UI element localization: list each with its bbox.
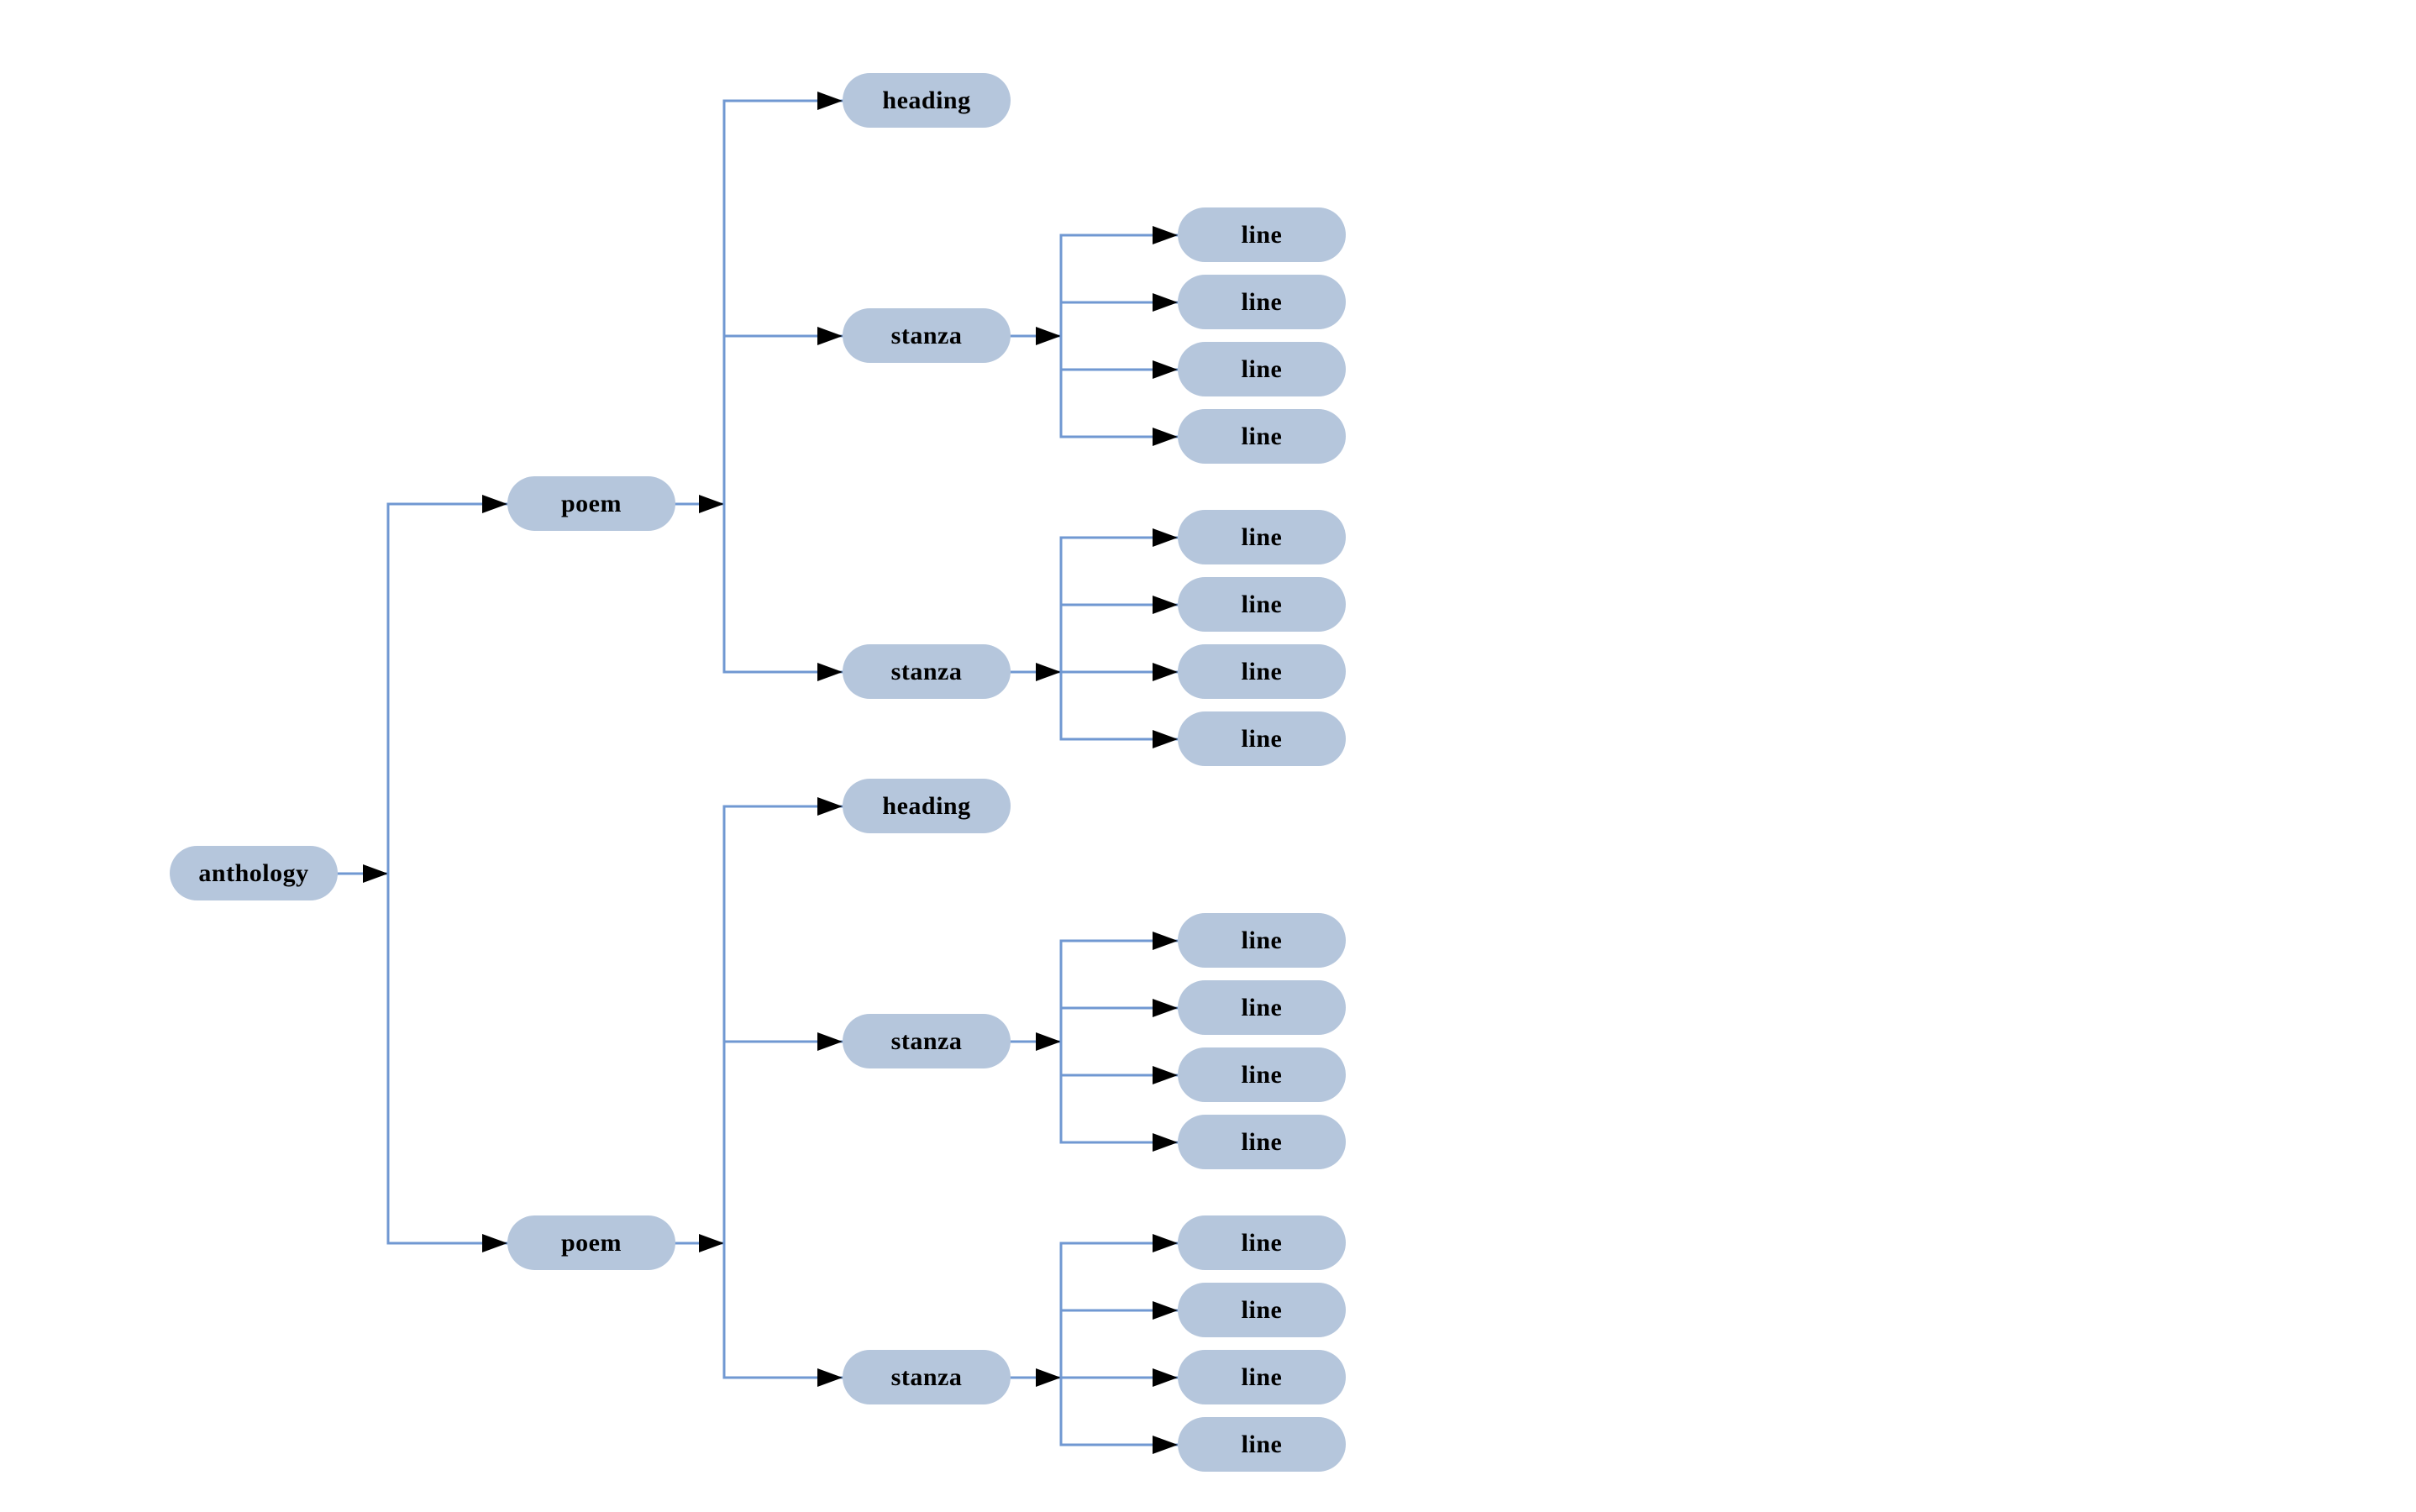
node-label: line [1241,220,1283,249]
node-line-16: line [1178,1417,1346,1472]
node-label: line [1241,1060,1283,1089]
node-line-10: line [1178,980,1346,1035]
node-label: line [1241,724,1283,753]
node-heading-2: heading [843,779,1011,833]
node-label: line [1241,1362,1283,1391]
node-line-13: line [1178,1215,1346,1270]
node-line-11: line [1178,1047,1346,1102]
node-stanza-2: stanza [843,644,1011,699]
node-stanza-4: stanza [843,1350,1011,1404]
node-line-12: line [1178,1115,1346,1169]
node-label: stanza [890,657,963,685]
node-stanza-1: stanza [843,308,1011,363]
node-line-8: line [1178,711,1346,766]
node-line-7: line [1178,644,1346,699]
node-label: line [1241,1430,1283,1458]
node-label: line [1241,1295,1283,1324]
node-line-3: line [1178,342,1346,396]
node-label: line [1241,287,1283,316]
node-label: stanza [890,321,963,349]
node-stanza-3: stanza [843,1014,1011,1068]
node-line-1: line [1178,207,1346,262]
node-label: line [1241,1228,1283,1257]
node-heading-1: heading [843,73,1011,128]
node-label: poem [561,1228,622,1257]
node-label: line [1241,993,1283,1021]
node-line-4: line [1178,409,1346,464]
node-line-9: line [1178,913,1346,968]
node-label: line [1241,522,1283,551]
node-line-5: line [1178,510,1346,564]
node-line-6: line [1178,577,1346,632]
node-label: poem [561,489,622,517]
node-label: line [1241,926,1283,954]
node-label: heading [882,86,971,114]
node-label: line [1241,422,1283,450]
node-label: heading [882,791,971,820]
node-poem-1: poem [507,476,675,531]
node-line-2: line [1178,275,1346,329]
node-label: line [1241,590,1283,618]
node-label: line [1241,354,1283,383]
node-line-14: line [1178,1283,1346,1337]
node-anthology: anthology [170,846,338,900]
node-poem-2: poem [507,1215,675,1270]
node-label: line [1241,1127,1283,1156]
node-label: anthology [198,858,309,887]
node-label: stanza [890,1362,963,1391]
node-line-15: line [1178,1350,1346,1404]
node-label: stanza [890,1026,963,1055]
node-label: line [1241,657,1283,685]
